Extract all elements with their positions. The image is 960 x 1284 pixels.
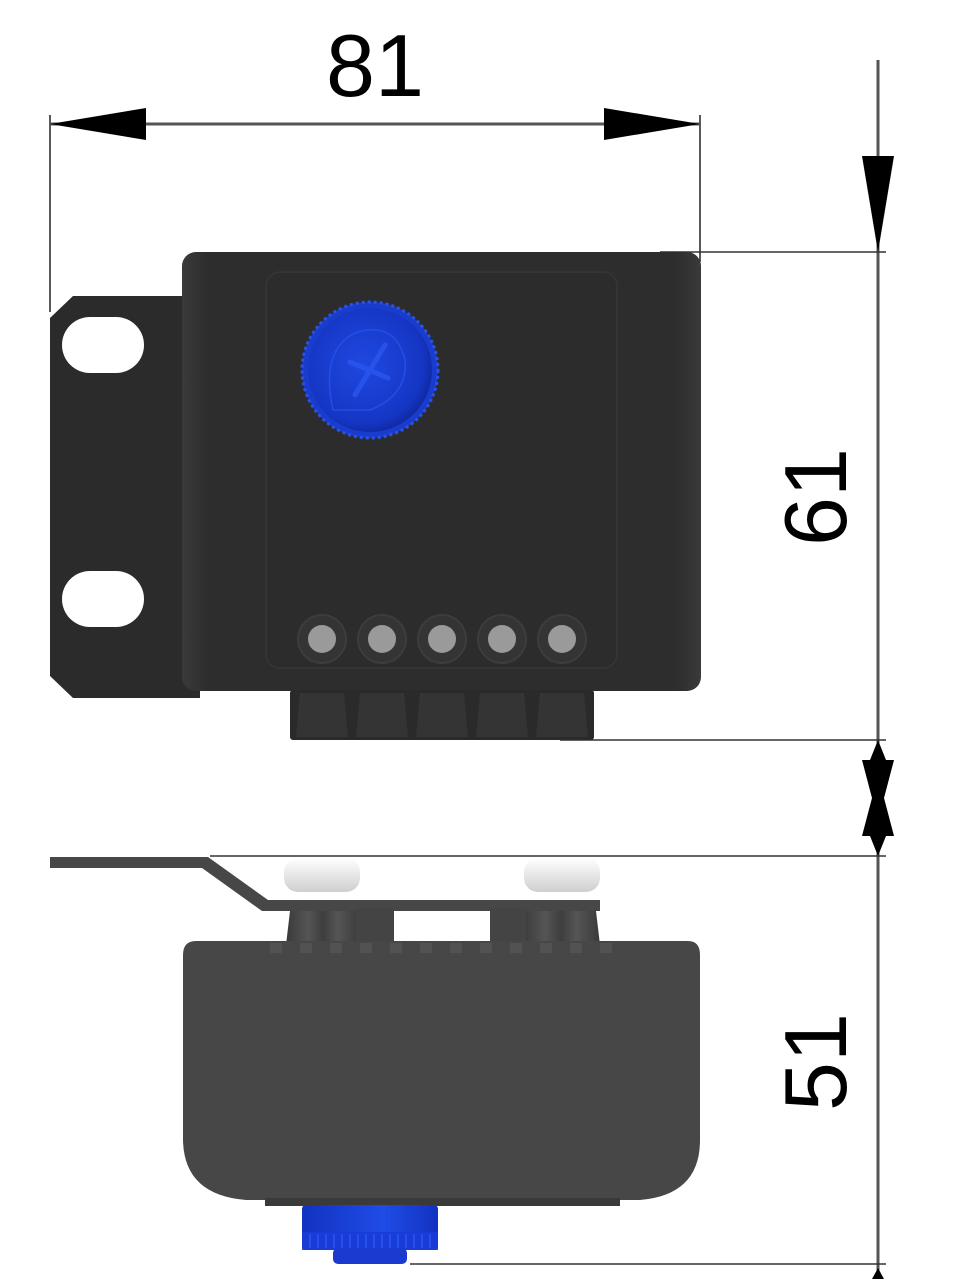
width-dimension xyxy=(49,108,701,312)
arrow-left-icon xyxy=(50,108,146,140)
cross-slot-icon xyxy=(347,342,391,398)
mounting-hole-top xyxy=(62,317,144,373)
dimension-width-label: 81 xyxy=(326,16,424,115)
arrow-up-icon xyxy=(872,1268,884,1279)
mounting-post-left xyxy=(284,858,394,945)
mounting-hole-bottom xyxy=(62,571,144,627)
dimension-height-side-label: 51 xyxy=(766,1013,865,1111)
housing-side-view xyxy=(50,857,700,1264)
height-top-dimension xyxy=(210,60,894,1279)
terminal-1 xyxy=(297,614,347,664)
bracket-profile xyxy=(50,857,600,911)
adjustment-knob-side xyxy=(302,1205,438,1264)
terminal-5 xyxy=(537,614,587,664)
cable-glands xyxy=(290,690,594,740)
double-arrow-icon xyxy=(862,760,894,836)
dimension-height-top-label: 61 xyxy=(766,448,865,546)
adjustment-knob xyxy=(300,300,440,440)
mounting-bracket xyxy=(50,296,200,698)
terminal-2 xyxy=(357,614,407,664)
bottom-edge xyxy=(265,1198,620,1206)
arrow-down-icon xyxy=(862,156,894,252)
terminal-3 xyxy=(417,614,467,664)
mounting-post-right xyxy=(490,858,600,945)
top-rib-pattern xyxy=(270,943,612,953)
arrow-right-icon xyxy=(604,108,700,140)
terminal-4 xyxy=(477,614,527,664)
housing-top-view xyxy=(182,252,701,740)
terminal-row xyxy=(297,614,587,664)
